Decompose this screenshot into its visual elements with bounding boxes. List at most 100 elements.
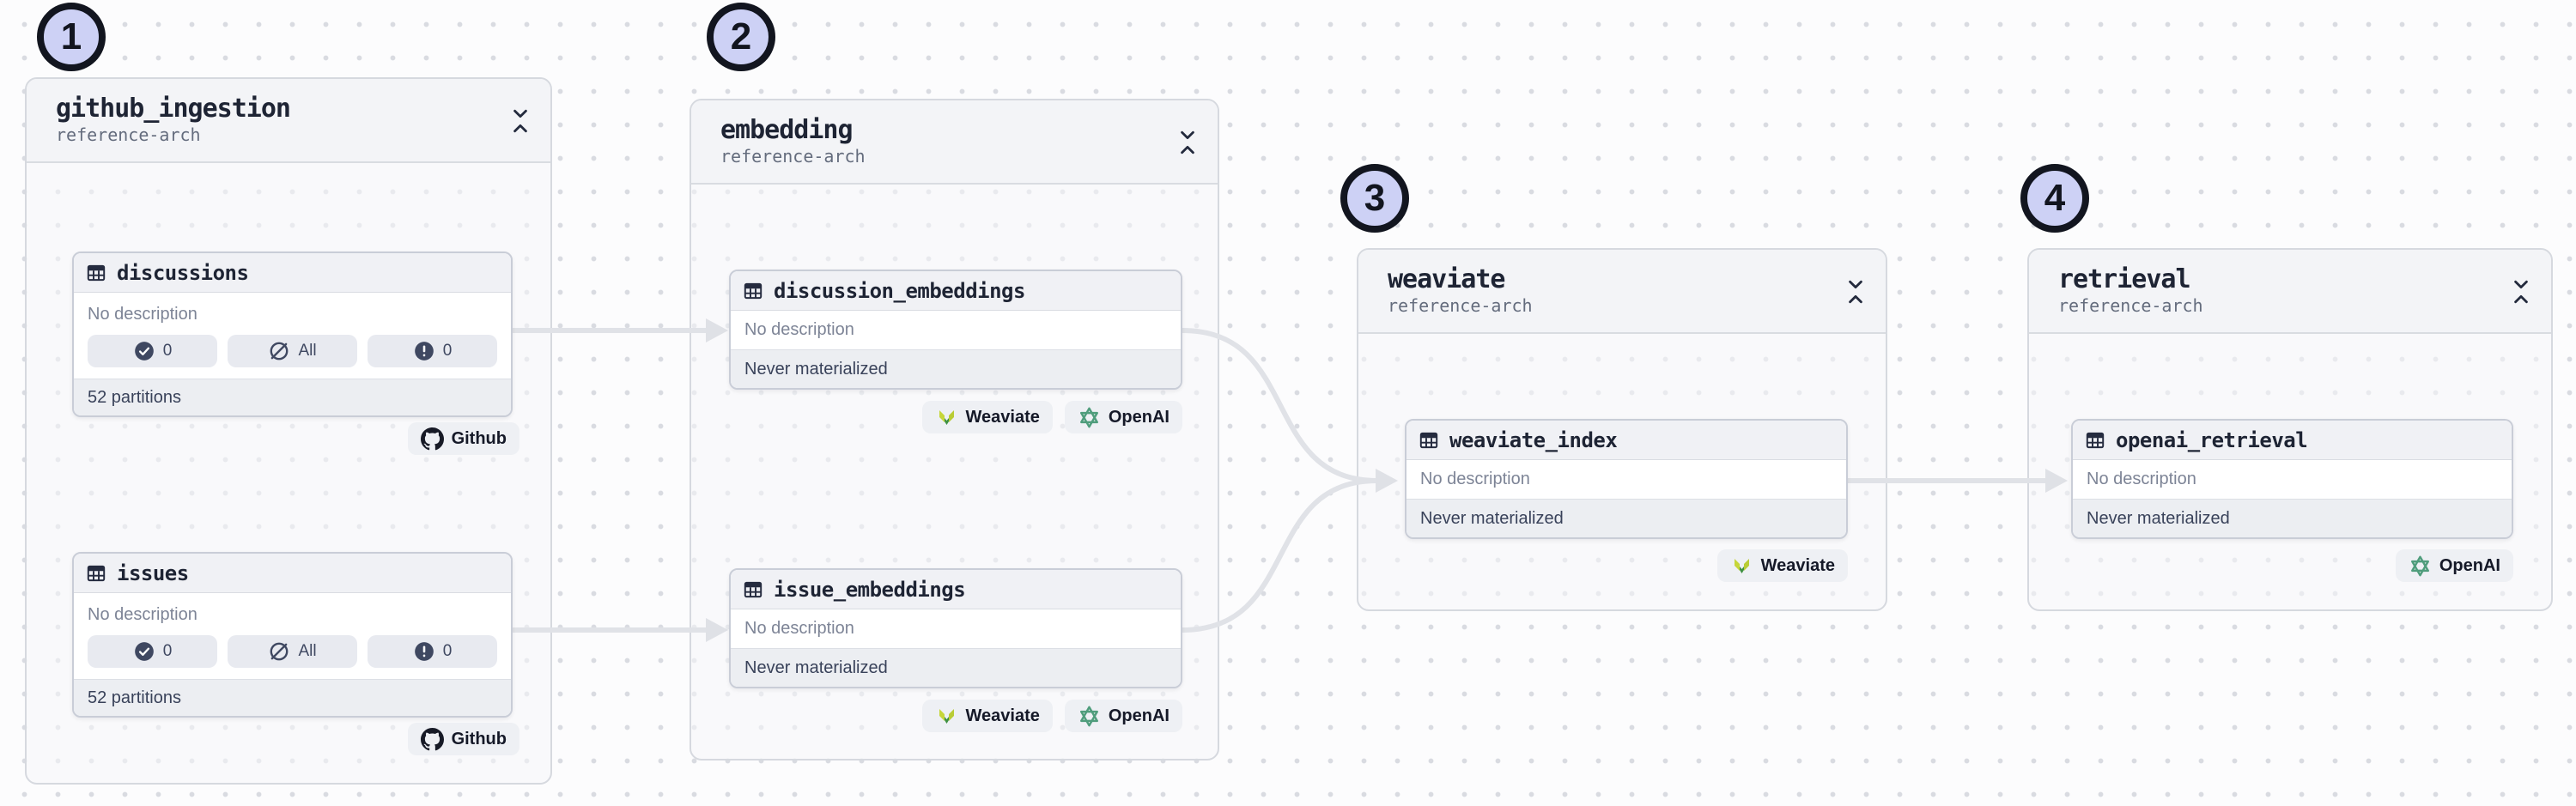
github-icon [420,427,444,450]
partition-status-pills: 0 All 0 [88,635,497,668]
step-badge-4: 4 [2020,164,2089,233]
weaviate-icon [1734,558,1749,573]
integration-badge-github: Github [407,422,519,455]
materialized-count-pill[interactable]: 0 [88,635,217,668]
openai-icon [1079,407,1098,427]
asset-node-weaviate-index[interactable]: weaviate_index No description Never mate… [1405,419,1848,539]
check-circle-icon [134,642,154,661]
asset-node-discussions[interactable]: discussions No description 0 All [72,251,513,417]
integration-label: Github [451,428,507,448]
asset-name: weaviate_index [1449,427,1618,452]
asset-description: No description [88,305,197,324]
asset-node-issue-embeddings[interactable]: issue_embeddings No description Never ma… [729,568,1182,688]
group-header[interactable]: github_ingestion reference-arch [27,79,550,163]
asset-name: openai_retrieval [2116,427,2308,452]
group-title: weaviate [1388,264,1506,294]
collapse-toggle-button[interactable] [511,108,530,134]
missing-partitions-pill[interactable]: All [228,635,357,668]
partitions-count: 52 partitions [74,679,511,716]
asset-node-issues[interactable]: issues No description 0 All [72,552,513,718]
alert-circle-icon [414,642,434,661]
integration-badge-weaviate: Weaviate [1716,549,1848,582]
step-number: 2 [730,15,752,58]
step-number: 1 [60,15,82,58]
group-header[interactable]: retrieval reference-arch [2029,250,2551,334]
missing-partitions-pill[interactable]: All [228,335,357,367]
group-subtitle: reference-arch [720,146,866,167]
integration-label: Weaviate [1760,555,1835,575]
failed-count-pill[interactable]: 0 [368,335,497,367]
asset-description: No description [2087,470,2196,488]
asset-header: issue_embeddings [731,570,1181,609]
integration-badge-weaviate: Weaviate [921,401,1053,433]
collapse-chevrons-icon [1849,280,1862,304]
integration-row: Weaviate OpenAI [729,700,1182,732]
group-header[interactable]: weaviate reference-arch [1358,250,1886,334]
table-icon [2086,432,2105,448]
slash-circle-icon [270,342,289,361]
integration-row: Github [72,422,519,455]
pill-label: All [298,642,317,660]
collapse-toggle-button[interactable] [1846,279,1865,305]
table-icon [744,282,762,299]
pill-label: 0 [442,642,453,660]
collapse-toggle-button[interactable] [1178,130,1197,155]
slash-circle-icon [270,642,289,661]
weaviate-icon [939,409,954,425]
table-icon [1419,432,1438,448]
asset-description: No description [744,320,854,339]
integration-badge-openai: OpenAI [1064,401,1182,433]
integration-label: OpenAI [2439,555,2500,575]
materialization-status: Never materialized [2073,499,2512,537]
asset-description: No description [744,619,854,638]
integration-badge-weaviate: Weaviate [921,700,1053,732]
integration-row: Weaviate [1405,549,1848,582]
pill-label: All [298,342,317,360]
group-header[interactable]: embedding reference-arch [691,100,1218,185]
table-icon [744,581,762,597]
step-number: 3 [1364,177,1386,219]
group-title: embedding [720,115,854,145]
asset-header: weaviate_index [1406,421,1846,460]
integration-label: Weaviate [965,706,1040,725]
collapse-toggle-button[interactable] [2512,279,2530,305]
partitions-count: 52 partitions [74,379,511,415]
step-badge-1: 1 [37,3,106,71]
table-icon [87,565,106,581]
pill-label: 0 [162,342,173,360]
materialization-status: Never materialized [731,648,1181,687]
asset-name: discussion_embeddings [774,278,1025,303]
integration-row: OpenAI [2071,549,2513,582]
step-number: 4 [2044,177,2066,219]
asset-header: discussion_embeddings [731,271,1181,311]
asset-header: issues [74,554,511,593]
integration-label: Github [451,729,507,748]
group-subtitle: reference-arch [1388,295,1533,316]
alert-circle-icon [414,342,434,361]
pill-label: 0 [442,342,453,360]
group-title: github_ingestion [56,94,291,124]
asset-node-discussion-embeddings[interactable]: discussion_embeddings No description Nev… [729,270,1182,390]
integration-label: Weaviate [965,407,1040,427]
openai-icon [2410,555,2429,576]
integration-row: Github [72,723,519,755]
materialized-count-pill[interactable]: 0 [88,335,217,367]
table-icon [87,264,106,281]
collapse-chevrons-icon [2514,280,2528,304]
partition-status-pills: 0 All 0 [88,335,497,367]
asset-node-openai-retrieval[interactable]: openai_retrieval No description Never ma… [2071,419,2513,539]
github-icon [420,727,444,750]
weaviate-icon [939,708,954,724]
materialization-status: Never materialized [731,349,1181,388]
integration-row: Weaviate OpenAI [729,401,1182,433]
failed-count-pill[interactable]: 0 [368,635,497,668]
group-title: retrieval [2058,264,2191,294]
integration-label: OpenAI [1108,706,1170,725]
step-badge-2: 2 [707,3,775,71]
asset-body: No description 0 All [74,593,511,668]
asset-description: No description [88,605,197,624]
openai-icon [1079,706,1098,726]
check-circle-icon [134,342,154,361]
group-subtitle: reference-arch [2058,295,2203,316]
